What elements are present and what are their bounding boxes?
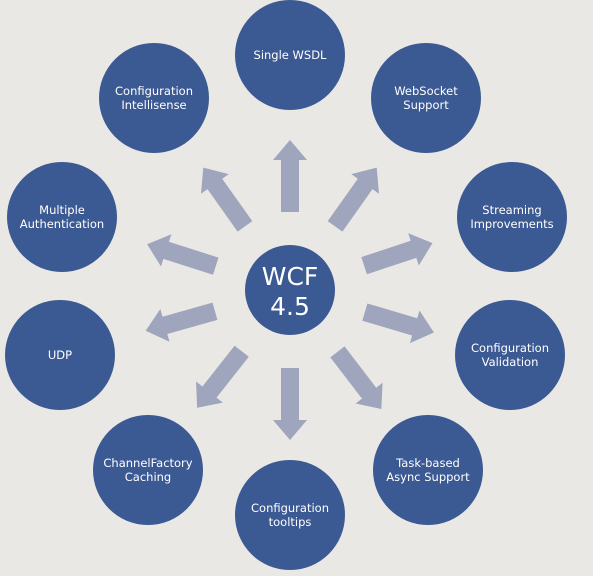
node-circle: [371, 43, 481, 153]
node-label: tooltips: [269, 515, 312, 529]
node-label: Async Support: [386, 470, 470, 484]
node-label: Task-based: [395, 456, 460, 470]
arrow-to-task-based-async-support: [330, 346, 383, 409]
arrow-to-multiple-authentication: [147, 234, 219, 275]
node-circle: [99, 43, 209, 153]
node-label: Improvements: [470, 217, 553, 231]
node-circle: [373, 415, 483, 525]
arrows: [145, 140, 434, 440]
node-label: Streaming: [482, 203, 541, 217]
arrow-to-configuration-validation: [362, 303, 434, 344]
node-circle: [7, 162, 117, 272]
node-single-wsdl: Single WSDL: [235, 0, 345, 110]
node-label: Support: [403, 98, 449, 112]
arrow-to-channelfactory-caching: [196, 345, 249, 408]
node-circle: [235, 0, 345, 110]
hub-label: 4.5: [270, 292, 310, 321]
node-label: Validation: [482, 355, 539, 369]
node-circle: [455, 300, 565, 410]
node-label: Configuration: [115, 84, 193, 98]
node-label: UDP: [48, 348, 72, 362]
arrow-to-websocket-support: [327, 167, 379, 232]
node-udp: UDP: [5, 300, 115, 410]
node-circle: [457, 162, 567, 272]
node-label: Configuration: [251, 501, 329, 515]
node-circle: [5, 300, 115, 410]
node-label: WebSocket: [394, 84, 458, 98]
node-label: Authentication: [20, 217, 104, 231]
node-circle: [235, 460, 345, 570]
arrow-to-streaming-improvements: [361, 233, 433, 275]
arrow-to-configuration-intellisense: [201, 167, 253, 232]
node-label: Configuration: [471, 341, 549, 355]
node-label: Caching: [125, 470, 171, 484]
hub-label: WCF: [262, 262, 319, 291]
node-label: Single WSDL: [254, 48, 328, 62]
node-label: ChannelFactory: [103, 456, 192, 470]
arrow-to-configuration-tooltips: [273, 368, 307, 440]
node-circle: [93, 415, 203, 525]
arrow-to-single-wsdl: [273, 140, 307, 212]
feature-nodes: Single WSDLWebSocketSupportStreamingImpr…: [5, 0, 567, 570]
hub-circle: [245, 245, 335, 335]
arrow-to-udp: [145, 302, 218, 342]
node-label: Multiple: [39, 203, 85, 217]
node-label: Intellisense: [121, 98, 186, 112]
